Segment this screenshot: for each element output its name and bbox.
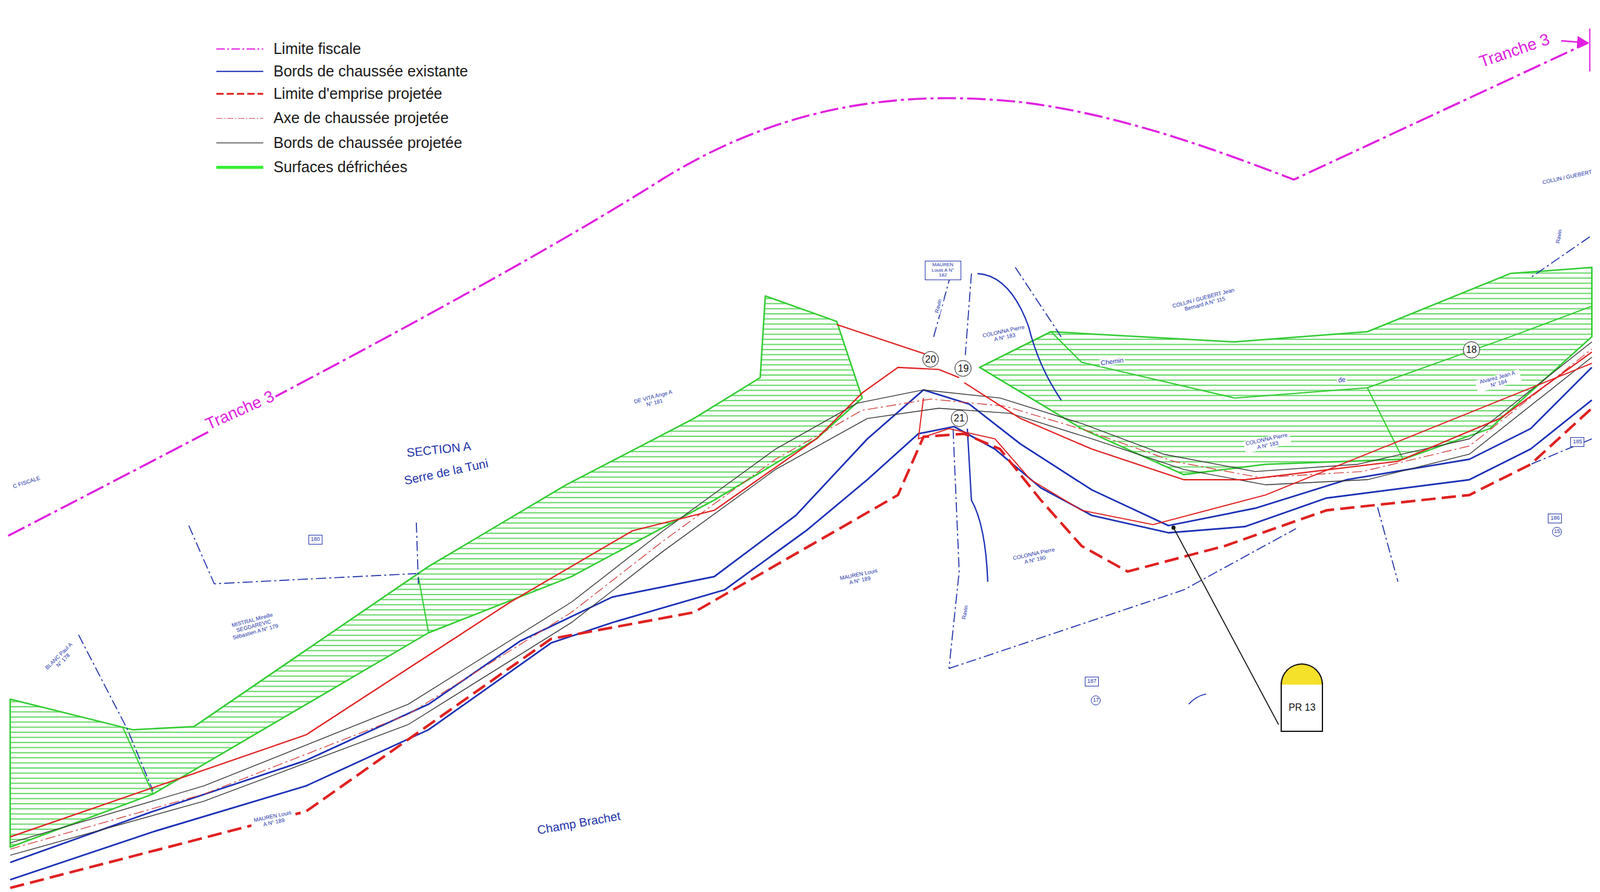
callout-circle: 20 (922, 350, 940, 368)
legend-text: Bords de chaussée existante (273, 62, 468, 80)
side-road (967, 428, 988, 582)
parcel-limit (1377, 506, 1399, 582)
node-text: 20 (925, 353, 937, 365)
marker-dome (1280, 663, 1324, 685)
map-label: COLONNA Pierre A N° 183 (980, 323, 1028, 345)
legend-text: Limite d'emprise projetée (273, 84, 443, 103)
projected-axis (10, 349, 1593, 850)
node-text: 185 (1572, 438, 1582, 445)
side-road (965, 273, 972, 356)
parcel-box: 180 (308, 534, 323, 545)
map-label: Tranche 3 (1475, 30, 1553, 73)
emprise-line (964, 352, 1592, 480)
cleared-surface (10, 295, 863, 847)
map-label: MISTRAL Mireille SEGDAREVIC Sébastien A … (221, 609, 288, 644)
parcel-limit (78, 634, 154, 791)
node-text: PR 13 (1288, 701, 1316, 713)
map-label: MAUREN Louis A N° 189 (835, 566, 883, 588)
node-text: 17 (1092, 696, 1099, 704)
map-label: Champ Brachet (535, 808, 622, 837)
map-label: Ravin (961, 603, 970, 621)
callout-circle: 15 (1552, 526, 1562, 537)
side-road (933, 273, 952, 337)
parcel-box: MAUREN Louis A N° 182 (924, 260, 962, 280)
legend-text: Axe de chaussée projetée (273, 109, 449, 127)
node-text: 19 (957, 363, 969, 374)
node-text: 18 (1466, 344, 1477, 356)
callout-circle: 19 (954, 360, 972, 377)
leader-line (1173, 527, 1279, 725)
emprise-line (10, 367, 960, 837)
node-text: 186 (1550, 515, 1560, 522)
leader-dot (1171, 525, 1176, 530)
map-label: SECTION A (406, 438, 472, 459)
map-label: COLLIN / GUEBERT (1540, 169, 1594, 187)
callout-circle: 21 (950, 409, 968, 427)
parcel-limit (188, 525, 416, 584)
map-label: COLLIN / GUEBERT Jean Bernard A N° 115 (1163, 284, 1246, 317)
map-label: C FISCALE (10, 475, 42, 491)
legend-samples (0, 0, 1600, 243)
projected-edge (10, 356, 1593, 855)
callout-circle: 18 (1463, 341, 1480, 359)
map-label: COLONNA Pierre A N° 190 (1010, 546, 1059, 568)
map-label: MAUREN Louis A N° 189 (250, 808, 297, 830)
map-label: Ravin (1554, 227, 1564, 245)
legend-sample (216, 92, 264, 95)
pr-marker: PR 13 (1280, 681, 1324, 732)
cleared-limit (418, 576, 429, 633)
node-text: 180 (310, 536, 320, 543)
cleared-limit (1050, 306, 1592, 398)
parcel-limit (416, 522, 419, 584)
node-text: 187 (1087, 678, 1097, 685)
parcel-box: 185 (1570, 436, 1585, 447)
parcel-box: 187 (1084, 676, 1099, 687)
map-label: BLANC Paul A N° 178 (43, 640, 80, 677)
legend-text: Bords de chaussée projetée (273, 133, 462, 152)
fiscal-arrow (1561, 40, 1588, 43)
cleared-limit (122, 726, 154, 794)
legend-sample (216, 166, 264, 170)
cleared-limit (1367, 387, 1404, 460)
emprise-line (836, 324, 930, 355)
projected-edge (10, 341, 1593, 843)
legend-sample (216, 70, 264, 73)
existing-edge (10, 367, 1593, 862)
fiscal-tick (1589, 28, 1591, 72)
legend-sample (216, 118, 264, 119)
node-text: 21 (953, 412, 965, 424)
parcel-limit (949, 528, 1296, 669)
map-label: Tranche 3 (201, 386, 279, 434)
small-arc (1188, 693, 1207, 704)
node-text: MAUREN Louis A N° 182 (927, 262, 959, 279)
node-text: 15 (1553, 528, 1560, 535)
map-label: de (1336, 375, 1348, 384)
legend-text: Limite fiscale (273, 40, 362, 58)
callout-circle: 17 (1090, 695, 1101, 705)
emprise-line (918, 363, 1592, 525)
legend-sample (216, 142, 264, 144)
map-label: DE VITA Ange A N° 181 (630, 388, 678, 412)
legend-text: Surfaces défrichées (273, 158, 408, 176)
map-label: Serre de la Tuni (402, 455, 490, 487)
parcel-box: 186 (1547, 513, 1562, 524)
legend-sample (216, 48, 264, 50)
side-road (949, 428, 960, 669)
side-road (977, 273, 1062, 400)
emprise-limit (10, 407, 1593, 888)
